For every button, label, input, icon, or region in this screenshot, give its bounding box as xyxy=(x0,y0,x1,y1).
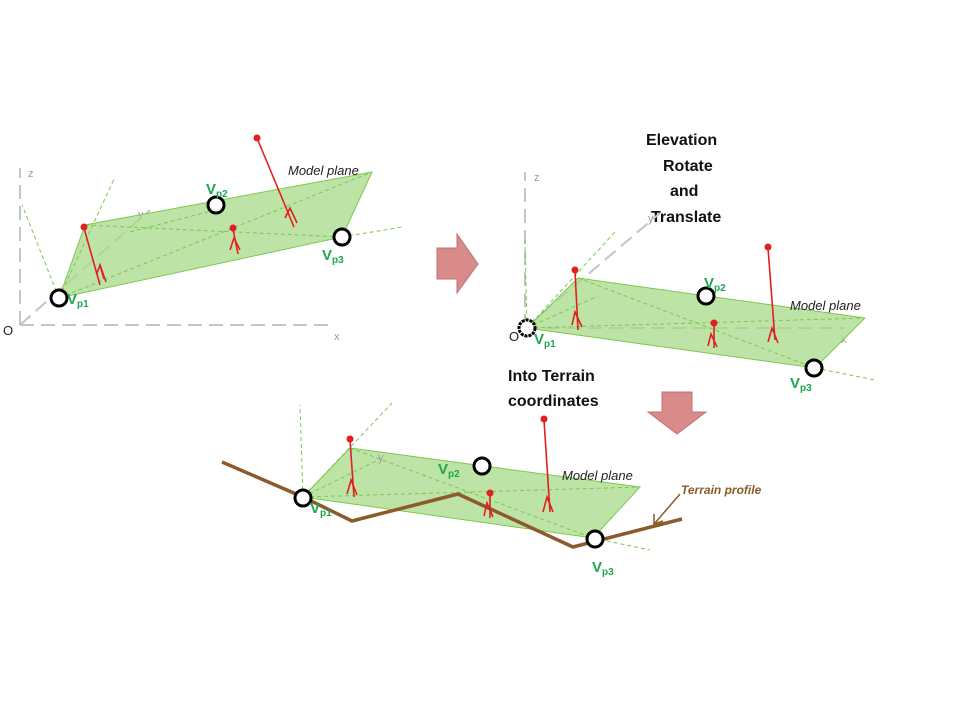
vp2-label: Vp2 xyxy=(704,275,726,294)
plane-guides xyxy=(21,171,403,299)
control-point-vp2 xyxy=(206,195,226,215)
stake-1 xyxy=(571,270,583,331)
vp1-label: Vp1 xyxy=(534,331,556,350)
control-point-vp3 xyxy=(804,358,824,378)
transform-step-line-3: and xyxy=(670,183,698,200)
panel-bottom: Into Terrain coordinates y xyxy=(221,368,762,578)
stake-2 xyxy=(256,137,298,228)
terrain-profile-label: Terrain profile xyxy=(681,483,762,497)
vp1-label: Vp1 xyxy=(310,500,332,519)
stake-3 xyxy=(483,494,494,518)
arrow-down-icon xyxy=(646,391,708,435)
stake-1-head xyxy=(346,435,354,443)
panel-top-right: Elevation Rotate and Translate z y x O xyxy=(509,132,876,394)
transform-step-line-4: Translate xyxy=(651,209,721,226)
arrow-right-icon xyxy=(436,232,479,295)
vp2-label: Vp2 xyxy=(438,461,460,480)
stake-2 xyxy=(542,419,554,513)
terrain-profile-leader xyxy=(654,493,681,524)
control-point-vp1 xyxy=(517,318,537,338)
stake-1 xyxy=(83,227,107,286)
stake-3 xyxy=(707,324,718,348)
origin-label: O xyxy=(509,329,519,344)
model-plane-label: Model plane xyxy=(790,298,861,313)
y-axis-label: y xyxy=(648,213,654,225)
control-point-vp2 xyxy=(472,456,492,476)
transform-step-line-2: Rotate xyxy=(663,158,713,175)
stake-3 xyxy=(229,228,241,255)
stake-2 xyxy=(767,247,779,344)
plane-guides xyxy=(524,231,876,381)
control-point-vp1 xyxy=(49,288,69,308)
transform-step-line-1: Elevation xyxy=(646,132,717,149)
panel-top-left: z y x O xyxy=(3,134,403,343)
stake-1-head xyxy=(571,266,579,274)
x-axis-label: x xyxy=(841,334,847,346)
vp2-label: Vp2 xyxy=(206,181,228,200)
terrain-profile-leader-arrowhead xyxy=(653,514,664,526)
terrain-step-line-2: coordinates xyxy=(508,393,599,410)
vp1-label: Vp1 xyxy=(67,291,89,310)
stake-3-head xyxy=(229,224,237,232)
vp3-label: Vp3 xyxy=(790,375,812,394)
stake-3-head xyxy=(486,489,494,497)
stake-2-head xyxy=(253,134,261,142)
model-plane-label: Model plane xyxy=(288,163,359,178)
z-axis-label: z xyxy=(534,172,540,184)
stake-1-head xyxy=(80,223,88,231)
z-axis-label: z xyxy=(28,168,34,180)
stake-1 xyxy=(346,439,358,498)
vp3-label: Vp3 xyxy=(322,247,344,266)
terrain-step-line-1: Into Terrain xyxy=(508,368,595,385)
vp3-label: Vp3 xyxy=(592,559,614,578)
control-point-vp1 xyxy=(293,488,313,508)
control-point-vp3 xyxy=(585,529,605,549)
x-axis-label: x xyxy=(334,331,340,343)
control-point-vp2 xyxy=(696,286,716,306)
stake-2-head xyxy=(764,243,772,251)
stake-3-head xyxy=(710,319,718,327)
y-axis-label: y xyxy=(378,452,384,464)
control-point-vp3 xyxy=(332,227,352,247)
stake-2-head xyxy=(540,415,548,423)
model-plane-label: Model plane xyxy=(562,468,633,483)
origin-label: O xyxy=(3,323,13,338)
